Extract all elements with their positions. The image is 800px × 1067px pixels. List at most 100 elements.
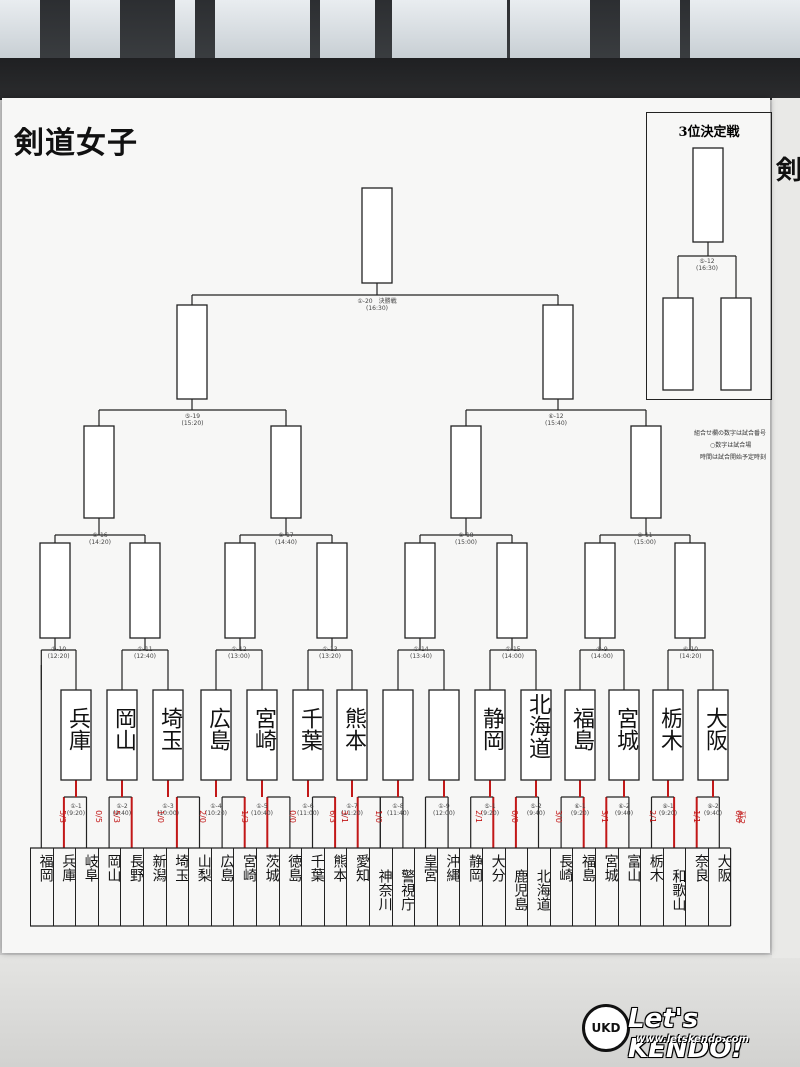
prefecture-name: 和歌山 <box>670 869 687 911</box>
prefecture-name: 熊本 <box>331 854 348 882</box>
match-number: ①-16 <box>92 532 108 539</box>
score-mark: 延2 <box>737 810 747 825</box>
match-number: ⑥-12 <box>548 413 564 420</box>
floor <box>0 955 800 1067</box>
score-mark: 1/0 <box>155 810 165 823</box>
round3-box <box>584 542 616 639</box>
match-number: ①-10 <box>51 646 67 653</box>
window-pane <box>320 0 375 58</box>
match-time: (10:40) <box>251 810 273 817</box>
match-label: ⑨-1(9:20) <box>659 803 677 817</box>
prefecture-cell: 大分 <box>482 848 506 926</box>
next-board-edge <box>772 98 800 958</box>
third-place-title: 3位決定戦 <box>678 125 740 140</box>
match-time: (15:00) <box>634 539 656 546</box>
window-pane <box>690 0 800 58</box>
match-number: ①-6 <box>302 803 314 810</box>
match-number: ⑤-19 <box>184 413 201 420</box>
winner-box <box>697 689 729 781</box>
match-number: ⑥-1 <box>574 803 586 810</box>
score-mark: 5/3 <box>111 810 121 823</box>
prefecture-cell: 沖縄 <box>436 848 460 926</box>
prefecture-cell: 長野 <box>120 848 144 926</box>
winner-name: 千葉 <box>297 707 322 751</box>
prefecture-name: 岐阜 <box>82 854 99 882</box>
logo-url: www.letskendo.com <box>636 1034 750 1045</box>
match-label: ①-14(13:40) <box>410 646 432 660</box>
match-number: ⑥-10 <box>682 646 699 653</box>
match-label: ⑤-1(9:20) <box>481 803 499 817</box>
winner-box <box>106 689 138 781</box>
match-number: ⑨-11 <box>637 532 653 539</box>
prefecture-cell: 宮崎 <box>233 848 257 926</box>
match-number: ①-11 <box>137 646 153 653</box>
score-mark: 2/1 <box>647 810 657 823</box>
match-label: ①-3(10:00) <box>157 803 179 817</box>
prefecture-cell: 愛知 <box>346 848 370 926</box>
winner-box <box>652 689 684 781</box>
match-label: ⑥-12(15:40) <box>545 413 567 427</box>
round3-box <box>316 542 348 639</box>
match-label: ①-16(14:20) <box>89 532 111 546</box>
match-time: (9:20) <box>658 810 678 817</box>
prefecture-cell: 神奈川 <box>369 848 393 926</box>
window-pane <box>175 0 195 58</box>
prefecture-name: 福島 <box>579 854 596 882</box>
match-time: (9:40) <box>614 810 634 817</box>
winner-box <box>608 689 640 781</box>
prefecture-cell: 福岡 <box>30 848 54 926</box>
match-time: (11:20) <box>341 810 363 817</box>
score-mark: 6/3 <box>327 810 337 823</box>
rail <box>0 58 800 100</box>
prefecture-name: 大分 <box>489 854 506 882</box>
match-label: ⑥-10(14:20) <box>680 646 702 660</box>
wall-background <box>0 0 800 100</box>
match-time: (9:40) <box>112 810 132 817</box>
match-time: (13:00) <box>228 653 250 660</box>
prefecture-name: 山梨 <box>195 854 212 882</box>
match-number: ⑤-9 <box>596 646 608 653</box>
next-board-glyph: 剣 <box>776 156 800 186</box>
match-number: ①-20 決勝戦 <box>357 298 397 305</box>
semifinal-box <box>176 304 208 400</box>
third-place-box <box>662 297 694 391</box>
prefecture-name: 警視庁 <box>399 869 416 911</box>
winner-box <box>246 689 278 781</box>
match-number: ①-7 <box>346 803 358 810</box>
window-pane <box>70 0 120 58</box>
winner-name: 兵庫 <box>65 707 90 751</box>
winner-name: 広島 <box>205 707 230 751</box>
match-label: ①-15(14:00) <box>502 646 524 660</box>
prefecture-name: 兵庫 <box>60 854 77 882</box>
winner-box <box>382 689 414 781</box>
match-time: (14:00) <box>502 653 524 660</box>
prefecture-name: 新潟 <box>150 854 167 882</box>
match-time: (10:00) <box>157 810 179 817</box>
score-mark: 1/3 <box>239 810 249 823</box>
match-label: ⑥-1(9:20) <box>571 803 589 817</box>
match-label: ①-12(13:00) <box>228 646 250 660</box>
match-time: (12:00) <box>433 810 455 817</box>
match-time: (9:40) <box>526 810 546 817</box>
match-label: ①-20 決勝戦(16:30) <box>357 298 396 312</box>
round3-box <box>404 542 436 639</box>
match-label: ①-8(11:40) <box>387 803 409 817</box>
match-time: (14:20) <box>89 539 111 546</box>
match-label: ①-11(12:40) <box>134 646 156 660</box>
legend-note: 時間は試合開始予定時刻 <box>700 454 767 461</box>
prefecture-name: 岡山 <box>105 854 122 882</box>
match-label: ①-13(13:20) <box>319 646 341 660</box>
prefecture-name: 神奈川 <box>376 869 393 911</box>
match-label: ⑤-19(15:20) <box>182 413 204 427</box>
prefecture-name: 宮城 <box>602 854 619 882</box>
prefecture-cell: 兵庫 <box>52 848 77 926</box>
match-time: (15:40) <box>545 420 567 427</box>
watermark-logo: UKD Let's KENDO! www.letskendo.com <box>582 1000 792 1064</box>
winner-name: 静岡 <box>479 707 504 751</box>
match-label: ⑤-9(14:00) <box>591 646 613 660</box>
match-time: (14:20) <box>679 653 702 660</box>
prefecture-name: 茨城 <box>263 854 280 882</box>
winner-name: 栃木 <box>657 707 682 751</box>
match-number: ①-1 <box>70 803 82 810</box>
match-number: ⑤-12 <box>699 258 715 265</box>
